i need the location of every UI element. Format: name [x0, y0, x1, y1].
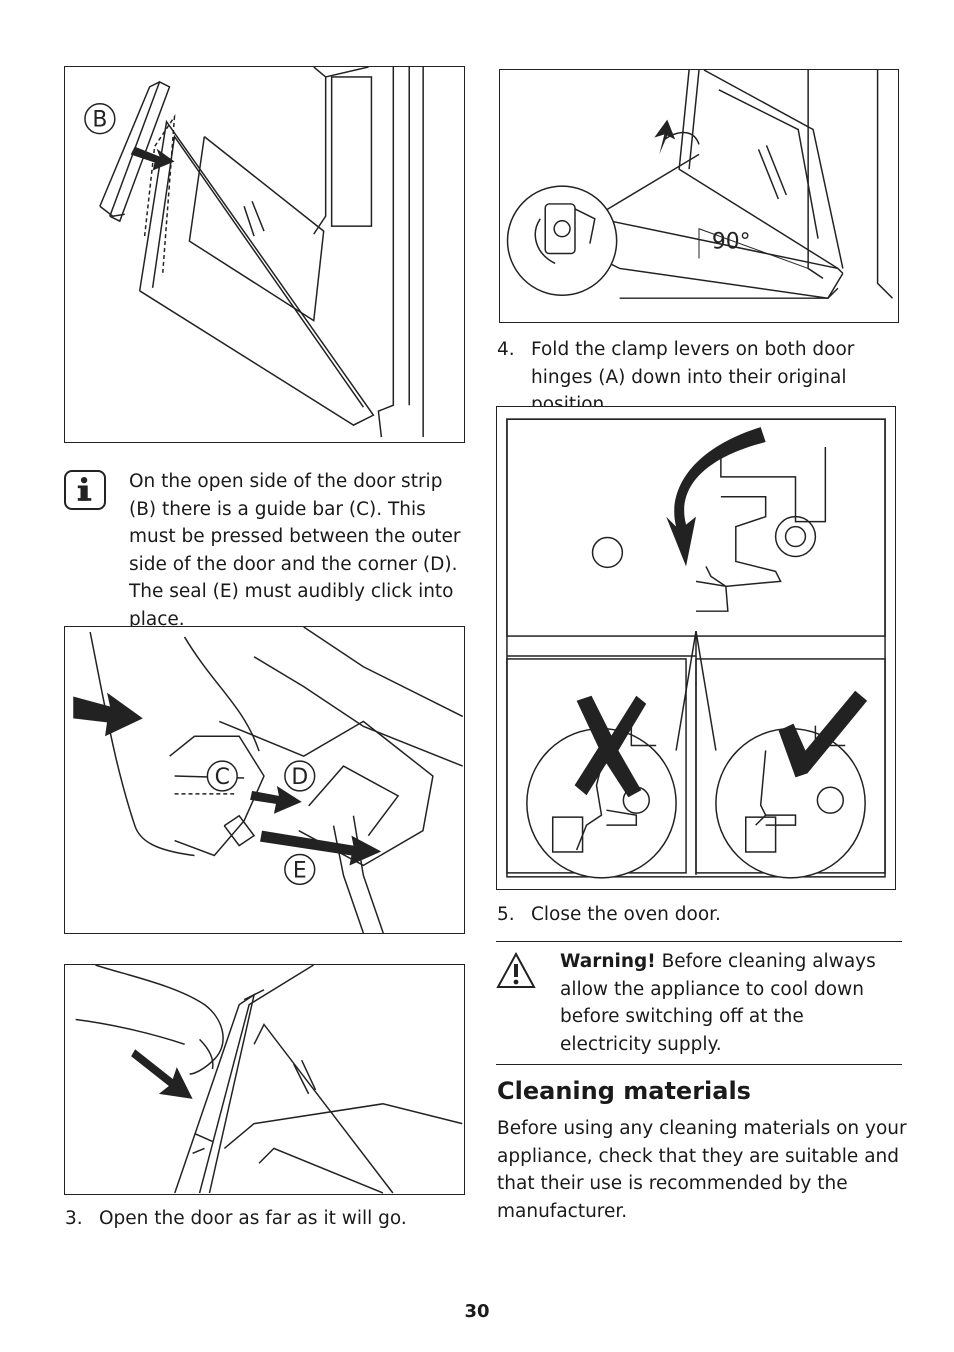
door-strip-illustration: B: [84, 67, 424, 438]
step-number: 5.: [497, 904, 515, 925]
warning-triangle-icon: [496, 952, 536, 988]
label-e: E: [293, 858, 307, 883]
figure-clamp-lever: [496, 406, 896, 890]
step-text: Open the door as far as it will go.: [99, 1208, 407, 1229]
label-90-degrees: 90°: [712, 230, 751, 255]
cleaning-heading: Cleaning materials: [497, 1077, 751, 1105]
label-d: D: [291, 765, 308, 790]
info-text: On the open side of the door strip (B) t…: [129, 471, 461, 630]
label-c: C: [215, 765, 230, 790]
warning-box: Warning! Before cleaning always allow th…: [496, 941, 902, 1065]
figure-guide-bar-cde: C D E: [64, 626, 465, 934]
warning-label: Warning!: [560, 951, 656, 972]
warning-text: Warning! Before cleaning always allow th…: [560, 948, 900, 1058]
step-number: 3.: [65, 1208, 83, 1229]
figure-hinge-90: 90°: [499, 69, 899, 323]
label-b: B: [92, 108, 107, 133]
step-number: 4.: [497, 339, 515, 360]
figure-door-strip-b: B: [64, 66, 465, 443]
cleaning-text: Before using any cleaning materials on y…: [497, 1118, 907, 1222]
figure-open-door: [64, 964, 465, 1195]
info-icon: [64, 470, 106, 510]
step-text: Close the oven door.: [531, 904, 721, 925]
warning-body: Before cleaning always allow the applian…: [560, 951, 876, 1055]
page-number: 30: [464, 1301, 490, 1322]
